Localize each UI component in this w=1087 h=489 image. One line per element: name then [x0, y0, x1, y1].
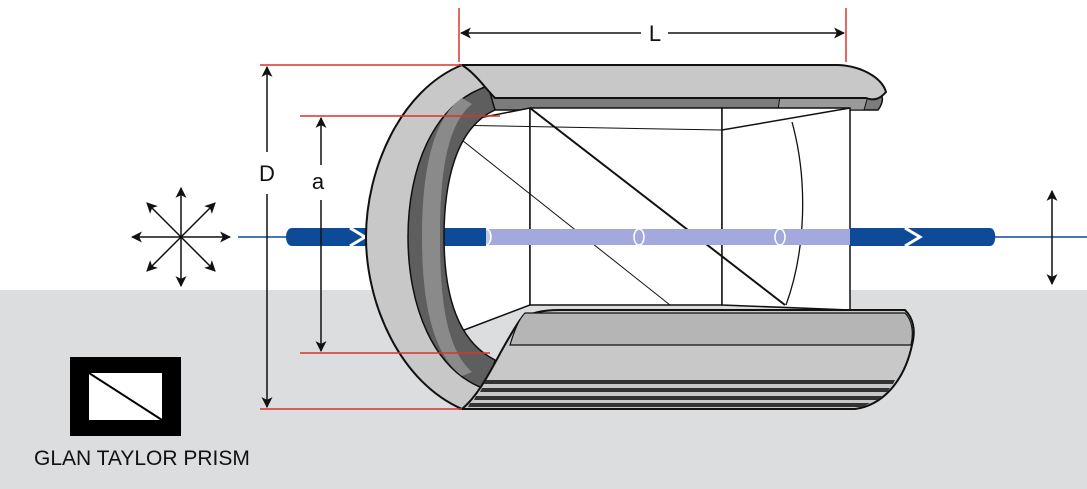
dimension-length: L: [458, 8, 847, 62]
beam-interface-3: [774, 228, 786, 246]
housing-top-shell: [458, 64, 888, 101]
length-label: L: [649, 21, 661, 46]
beam-inside-prism: [486, 229, 850, 245]
beam-direction-chevron-out: [904, 226, 923, 248]
dimension-aperture: a: [300, 115, 500, 354]
prism-face-middle: [529, 107, 723, 306]
rim-inner-mid: [422, 98, 472, 376]
unpolarized-star-icon: [130, 186, 232, 288]
outer-diameter-label: D: [259, 161, 275, 186]
prism-body: [442, 107, 851, 340]
beam-interface-2: [633, 228, 645, 246]
dimension-outer-diameter: D: [259, 64, 462, 410]
aperture-label: a: [312, 169, 325, 194]
housing-bottom-shell: [459, 309, 915, 410]
diagram-caption: GLAN TAYLOR PRISM: [34, 447, 250, 470]
prism-face-exit: [721, 107, 851, 311]
glan-taylor-symbol-icon: [70, 357, 181, 436]
